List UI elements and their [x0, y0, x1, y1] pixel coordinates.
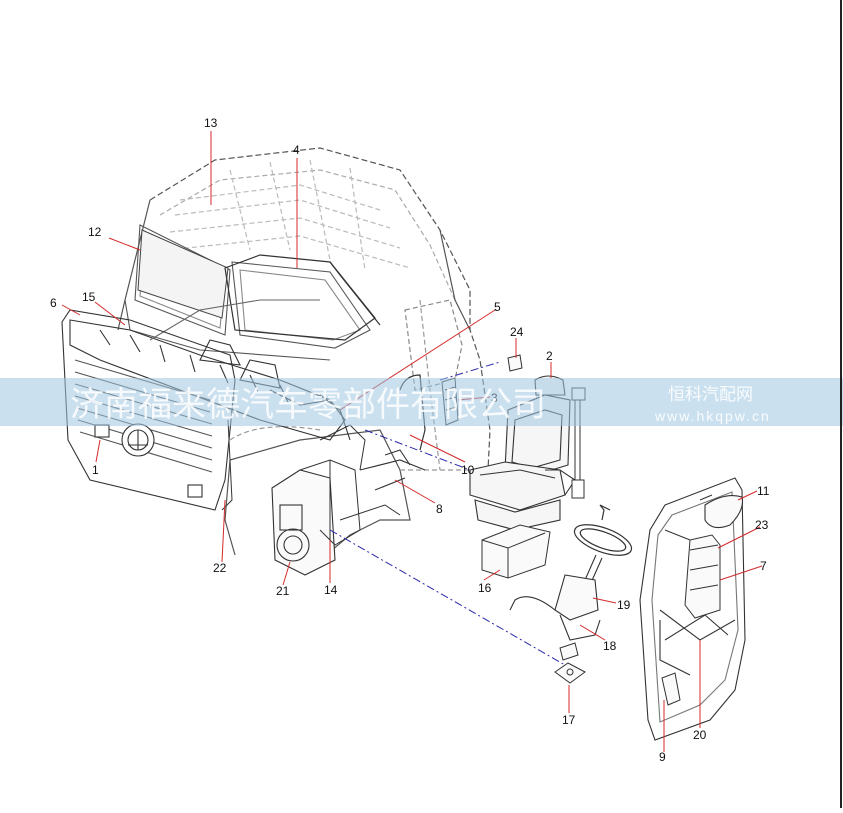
- callout-11: 11: [757, 484, 770, 498]
- callout-2: 2: [546, 349, 553, 363]
- window-regulator: [659, 609, 736, 676]
- callout-21: 21: [276, 584, 290, 598]
- callout-labels: 13 4 12 6 15 5 24 2 3 10 8 1 22 21 14 16…: [50, 116, 770, 764]
- callout-19: 19: [617, 598, 631, 612]
- callout-17: 17: [562, 713, 576, 727]
- seat-base-box: [481, 524, 551, 579]
- sun-visor: [137, 229, 229, 319]
- roof-hatch: [224, 254, 381, 341]
- wiring-harness: [359, 449, 426, 491]
- callout-12: 12: [88, 225, 102, 239]
- watermark: 济南福来德汽车零部件有限公司 恒科汽配网 www.hkqpw.cn: [0, 378, 843, 426]
- callout-8: 8: [436, 502, 443, 516]
- callout-9: 9: [659, 750, 666, 764]
- mirror-arm: [664, 529, 721, 619]
- callout-7: 7: [760, 559, 767, 573]
- callout-13: 13: [204, 116, 218, 130]
- callout-23: 23: [755, 518, 769, 532]
- callout-4: 4: [293, 143, 300, 157]
- rear-view-mirror: [699, 494, 744, 529]
- a-pillar-trim: [221, 419, 233, 511]
- watermark-company: 济南福来德汽车零部件有限公司: [70, 386, 546, 424]
- label-sticker: [507, 354, 523, 372]
- callout-18: 18: [603, 639, 617, 653]
- assembly-lines: [329, 361, 566, 666]
- watermark-site-url: www.hkqpw.cn: [654, 408, 771, 424]
- leader-lines: [61, 131, 763, 752]
- column-base-plate: [554, 642, 586, 684]
- heater-unit: [271, 469, 336, 576]
- center-bracket: [299, 424, 401, 546]
- door-handle: [661, 672, 681, 706]
- callout-24: 24: [510, 325, 524, 339]
- steering-column: [509, 554, 603, 641]
- callout-16: 16: [478, 581, 492, 595]
- callout-15: 15: [82, 290, 96, 304]
- steering-wheel: [573, 504, 633, 556]
- callout-1: 1: [92, 463, 99, 477]
- callout-22: 22: [213, 561, 227, 575]
- watermark-site-name: 恒科汽配网: [668, 385, 753, 404]
- page-border: [840, 0, 842, 808]
- callout-5: 5: [494, 300, 501, 314]
- callout-14: 14: [324, 583, 338, 597]
- callout-20: 20: [693, 728, 707, 742]
- callout-6: 6: [50, 296, 57, 310]
- callout-10: 10: [461, 463, 475, 477]
